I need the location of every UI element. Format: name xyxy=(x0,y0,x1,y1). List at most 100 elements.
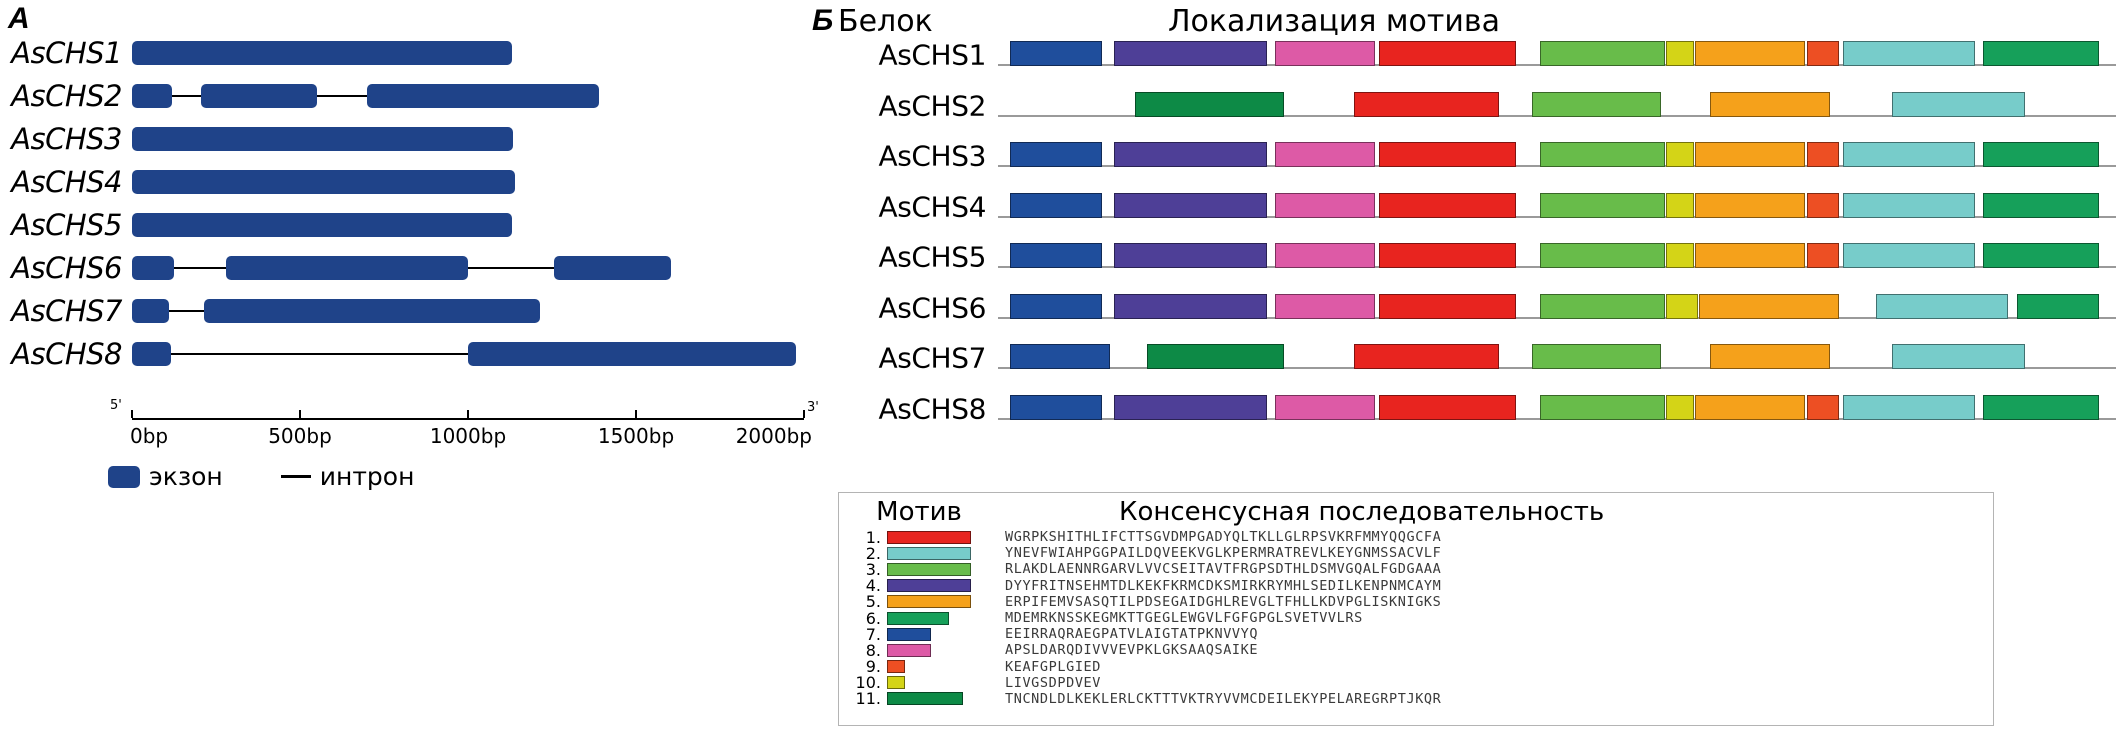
motif-block xyxy=(1710,91,1831,117)
motif-color-swatch-icon xyxy=(887,562,971,576)
motif-swatch-cell xyxy=(887,627,1005,641)
gene-row: AsCHS8 xyxy=(0,337,804,371)
motif-block xyxy=(1666,394,1694,420)
exon-box xyxy=(132,256,174,280)
protein-row: AsCHS5 xyxy=(812,240,2116,274)
motif-block xyxy=(1275,192,1375,218)
motif-block xyxy=(1666,293,1698,319)
panel-b-letter: Б xyxy=(812,4,834,37)
exon-box xyxy=(553,256,672,280)
motif-legend-row: 4.DYYFRITNSEHMTDLKEKFKRMCDKSMIRKRYMHLSED… xyxy=(839,576,1993,595)
protein-track xyxy=(998,392,2116,426)
gene-label: AsCHS2 xyxy=(11,79,122,113)
motif-block xyxy=(1275,243,1375,268)
protein-track xyxy=(998,38,2116,72)
intron-line xyxy=(132,353,796,355)
gene-label: AsCHS6 xyxy=(11,251,122,285)
motif-number: 10. xyxy=(855,673,881,693)
motif-block xyxy=(1699,293,1839,319)
motif-color-swatch-icon xyxy=(887,611,949,625)
axis-tick-label: 1500bp xyxy=(597,424,675,448)
protein-label: AsCHS4 xyxy=(878,190,986,223)
gene-track xyxy=(132,124,804,154)
protein-track xyxy=(998,89,2116,123)
protein-label: AsCHS1 xyxy=(878,38,986,72)
motif-block xyxy=(1275,293,1375,319)
legend-item-exon: экзон xyxy=(108,462,223,491)
gene-track xyxy=(132,167,804,197)
gene-track xyxy=(132,253,804,283)
motif-legend-row: 8.APSLDARQDIVVVEVPKLGKSAAQSAIKE xyxy=(839,641,1993,660)
motif-number: 2. xyxy=(865,543,881,563)
motif-consensus-sequence: WGRPKSHITHLIFCTTSGVDMPGADYQLTKLLGLRPSVKR… xyxy=(1005,529,1442,546)
motif-legend-row: 3.RLAKDLAENNRGARVLVVCSEITAVTFRGPSDTHLDSM… xyxy=(839,560,1993,579)
motif-consensus-sequence: LIVGSDPDVEV xyxy=(1005,674,1102,691)
motif-consensus-sequence: TNCNDLDLKEKLERLCKTTTVKTRYVVMCDEILEKYPELA… xyxy=(1005,690,1442,707)
motif-consensus-sequence: EEIRRAQRAEGPATVLAIGTATPKNVVYQ xyxy=(1005,626,1259,643)
motif-color-swatch-icon xyxy=(887,579,971,593)
gene-label: AsCHS7 xyxy=(11,294,122,328)
legend-item-intron: интрон xyxy=(280,462,415,491)
motif-block xyxy=(1275,142,1375,167)
protein-label: AsCHS6 xyxy=(878,291,986,324)
gene-track xyxy=(132,339,804,369)
motif-legend-row: 9.KEAFGPLGIED xyxy=(839,657,1993,676)
axis-tick xyxy=(299,410,301,418)
axis-tick xyxy=(467,410,469,418)
gene-row: AsCHS4 xyxy=(0,165,804,199)
motif-swatch-cell xyxy=(887,546,1005,560)
gene-track xyxy=(132,296,804,326)
motif-block xyxy=(1892,344,2025,369)
exon-box xyxy=(132,342,171,366)
motif-block xyxy=(1983,192,2100,218)
gene-label: AsCHS3 xyxy=(11,122,122,156)
gene-track xyxy=(132,210,804,240)
motif-block xyxy=(1354,344,1500,369)
motif-swatch-cell xyxy=(887,595,1005,609)
motif-consensus-legend: Мотив Консенсусная последовательность 1.… xyxy=(838,492,1994,726)
motif-legend-header: Мотив Консенсусная последовательность xyxy=(839,493,1993,529)
protein-row: AsCHS2 xyxy=(812,89,2116,123)
motif-color-swatch-icon xyxy=(887,660,905,674)
intron-line xyxy=(132,95,600,97)
gene-label: AsCHS1 xyxy=(11,36,122,70)
motif-legend-rows: 1.WGRPKSHITHLIFCTTSGVDMPGADYQLTKLLGLRPSV… xyxy=(839,528,1993,709)
motif-block xyxy=(1695,192,1806,218)
protein-label: AsCHS8 xyxy=(878,392,986,425)
protein-track xyxy=(998,291,2116,325)
consensus-header-label: Консенсусная последовательность xyxy=(1119,497,1605,527)
motif-block xyxy=(1134,91,1284,117)
motif-block xyxy=(1666,41,1694,66)
motif-block xyxy=(1807,41,1839,66)
motif-color-swatch-icon xyxy=(887,595,971,609)
motif-block xyxy=(1378,142,1516,167)
motif-legend-row: 2. YNEVFWIAHPGGPAILDQVEEKVGLKPERMRATREVLK… xyxy=(839,543,1993,563)
exon-box xyxy=(132,41,512,65)
motif-header-label: Мотив xyxy=(876,497,962,527)
motif-block xyxy=(1113,142,1268,167)
motif-swatch-cell xyxy=(887,660,1005,674)
motif-color-swatch-icon xyxy=(887,692,963,706)
motif-block xyxy=(1695,394,1806,420)
motif-block xyxy=(1378,394,1516,420)
motif-swatch-cell xyxy=(887,579,1005,593)
motif-swatch-cell xyxy=(887,611,1005,625)
exon-box xyxy=(468,342,796,366)
motif-block xyxy=(1540,394,1665,420)
motif-block xyxy=(1147,344,1284,369)
legend-intron-label: интрон xyxy=(319,462,415,491)
motif-block xyxy=(1010,293,1102,319)
motif-color-swatch-icon xyxy=(887,546,971,560)
gene-row: AsCHS6 xyxy=(0,251,804,285)
motif-consensus-sequence: YNEVFWIAHPGGPAILDQVEEKVGLKPERMRATREVLKEY… xyxy=(1005,545,1442,562)
motif-block xyxy=(1378,41,1516,66)
exon-box xyxy=(132,127,514,151)
gene-row: AsCHS2 xyxy=(0,79,804,113)
motif-consensus-sequence: ERPIFEMVSASQTILPDSEGAIDGHLREVGLTFHLLKDVP… xyxy=(1005,593,1442,610)
protein-row: AsCHS3 xyxy=(812,139,2116,173)
exon-swatch-icon xyxy=(108,465,140,488)
motif-block xyxy=(1540,142,1665,167)
gene-row: AsCHS3 xyxy=(0,122,804,156)
localization-column-header: Локализация мотива xyxy=(1168,4,1500,39)
